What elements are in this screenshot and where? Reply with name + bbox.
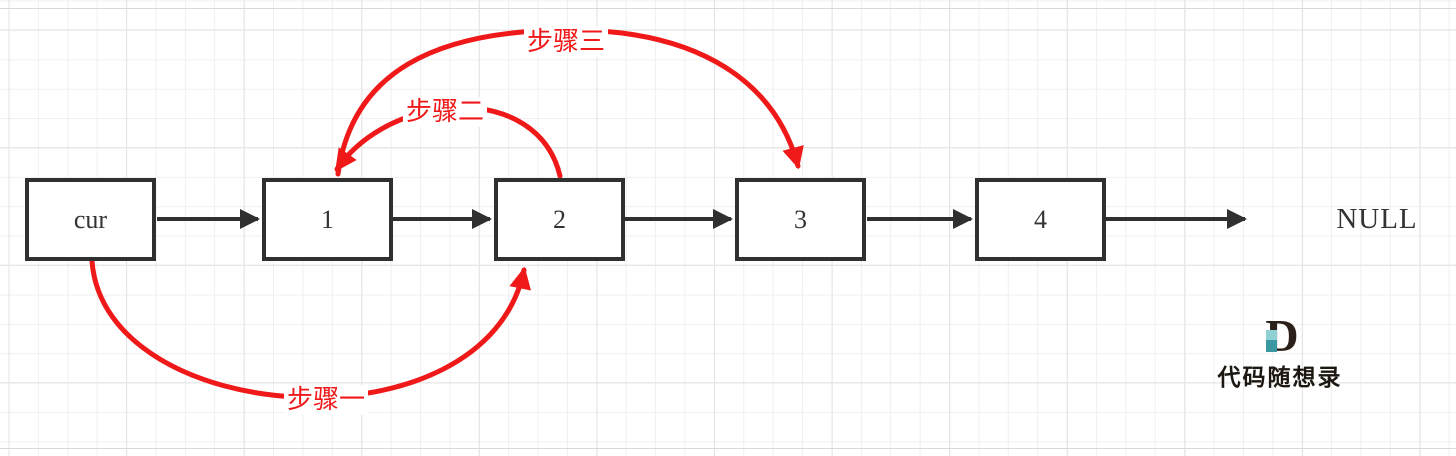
page-boundary-bottom	[0, 448, 1456, 449]
node-box-3: 3	[735, 178, 866, 261]
null-terminator-label: NULL	[1336, 203, 1418, 235]
brand-logo-icon: D	[1265, 313, 1298, 359]
step-three-label: 步骤三	[523, 27, 609, 57]
step-two-label: 步骤二	[402, 97, 488, 127]
node-label-4: 4	[1034, 204, 1047, 234]
brand-watermark: D 代码随想录	[1205, 313, 1355, 392]
node-box-2: 2	[494, 178, 625, 261]
step-one-label: 步骤一	[283, 385, 369, 415]
node-label-cur: cur	[73, 204, 108, 234]
node-label-2: 2	[553, 204, 566, 234]
node-label-1: 1	[321, 204, 334, 234]
node-box-cur: cur	[25, 178, 156, 261]
node-box-1: 1	[262, 178, 393, 261]
node-box-4: 4	[975, 178, 1106, 261]
logo-teal-accent	[1266, 330, 1278, 352]
brand-name: 代码随想录	[1217, 365, 1343, 390]
step-one-curve-cur-to-2	[89, 258, 531, 400]
page-boundary-top	[0, 8, 1456, 9]
node-label-3: 3	[794, 204, 807, 234]
